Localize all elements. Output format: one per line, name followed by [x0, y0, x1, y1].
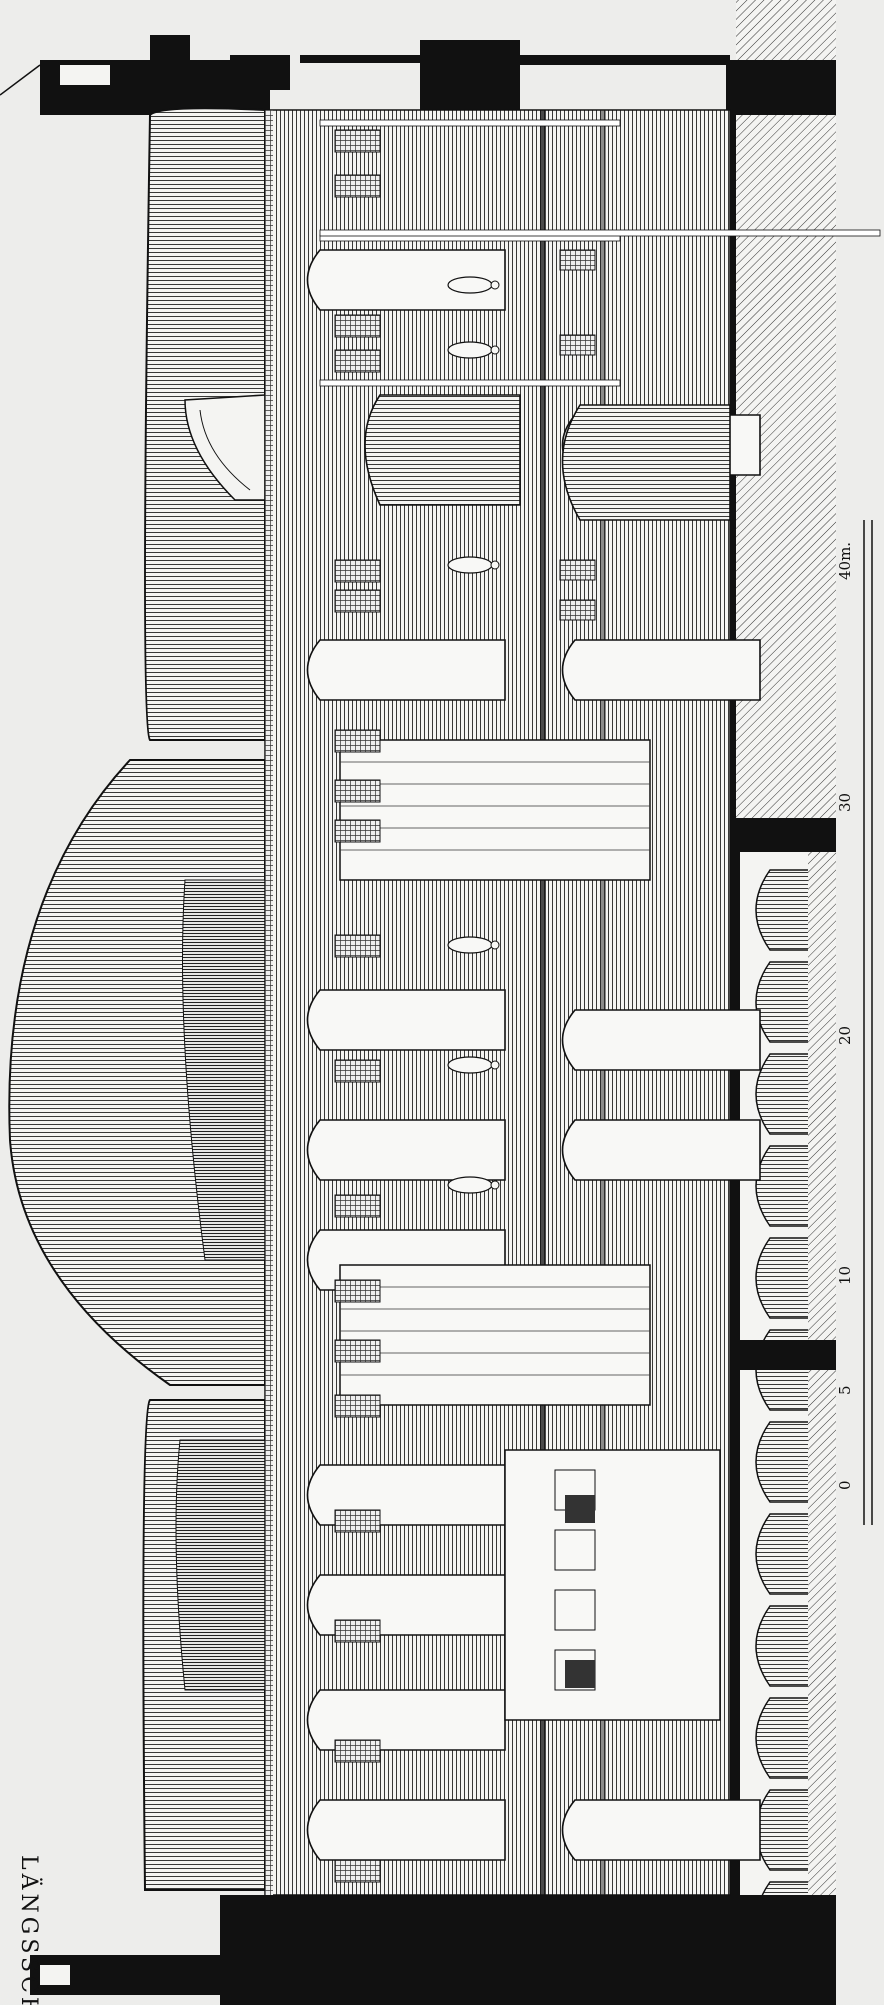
capital [334, 129, 381, 153]
statue-figure [447, 556, 493, 574]
crypt-arch [755, 1053, 808, 1135]
nave-arch [561, 404, 731, 521]
scale-label-40m: 40m. [836, 542, 854, 580]
scale-label-5: 5 [836, 1385, 854, 1395]
nave-interior [264, 109, 881, 1896]
chapel-niche [554, 1589, 596, 1631]
crypt-arch [755, 1237, 808, 1319]
capital [334, 1619, 381, 1643]
crypt-arch [755, 1697, 808, 1779]
roof-cornice [0, 35, 730, 2005]
scale-label-10: 10 [836, 1266, 854, 1285]
nave-arch [306, 989, 506, 1051]
relief-portrait [565, 1660, 595, 1688]
relief-portrait [565, 1495, 595, 1523]
nave-arch [306, 1119, 506, 1181]
capital [559, 599, 596, 621]
capital [559, 249, 596, 271]
capital [334, 314, 381, 338]
vault-profiles [8, 107, 266, 1891]
scale-label-20: 20 [836, 1026, 854, 1045]
scale-bar [863, 520, 873, 1525]
capital [334, 1339, 381, 1363]
statue-figure [447, 936, 493, 954]
crossing-beam [339, 1264, 651, 1406]
capital [334, 779, 381, 803]
pillar-shaft [319, 379, 621, 387]
crypt-arch [755, 1513, 808, 1595]
capital [559, 559, 596, 581]
nave-arch [306, 639, 506, 701]
capital [334, 1859, 381, 1883]
capital [334, 1279, 381, 1303]
statue-figure [447, 1056, 493, 1074]
drawing-caption: LÄNGSSCHNITT [16, 1855, 43, 2005]
crypt-arch [755, 961, 808, 1043]
crypt-arch [755, 1145, 808, 1227]
statue-figure [447, 1176, 493, 1194]
statue-figure [447, 276, 493, 294]
capital [334, 1194, 381, 1218]
capital [334, 729, 381, 753]
capital [334, 1509, 381, 1533]
statue-figure [447, 341, 493, 359]
nave-arch [306, 249, 506, 311]
pillar-shaft [319, 119, 621, 127]
scale-label-30: 30 [836, 793, 854, 812]
capital [334, 1739, 381, 1763]
capital [334, 589, 381, 613]
pillar-shaft [319, 229, 881, 237]
crypt-arch [755, 869, 808, 951]
capital [334, 1394, 381, 1418]
scale-label-0: 0 [836, 1480, 854, 1490]
nave-arch [561, 1799, 761, 1861]
capital [334, 819, 381, 843]
crypt-arch [755, 1789, 808, 1871]
capital [334, 934, 381, 958]
nave-arch [306, 1689, 506, 1751]
chapel-niche [554, 1529, 596, 1571]
nave-arch [561, 1009, 761, 1071]
capital [334, 559, 381, 583]
nave-arch [306, 1799, 506, 1861]
crypt-vaults [728, 818, 836, 1963]
side-chapel [504, 1449, 721, 1721]
capital [559, 334, 596, 356]
nave-arch [561, 1119, 761, 1181]
capital [334, 349, 381, 373]
nave-arch [561, 639, 761, 701]
crossing-beam [339, 739, 651, 881]
capital [334, 1059, 381, 1083]
crypt-arch [755, 1605, 808, 1687]
capital [334, 174, 381, 198]
crypt-arch [755, 1421, 808, 1503]
nave-arch [364, 394, 521, 506]
